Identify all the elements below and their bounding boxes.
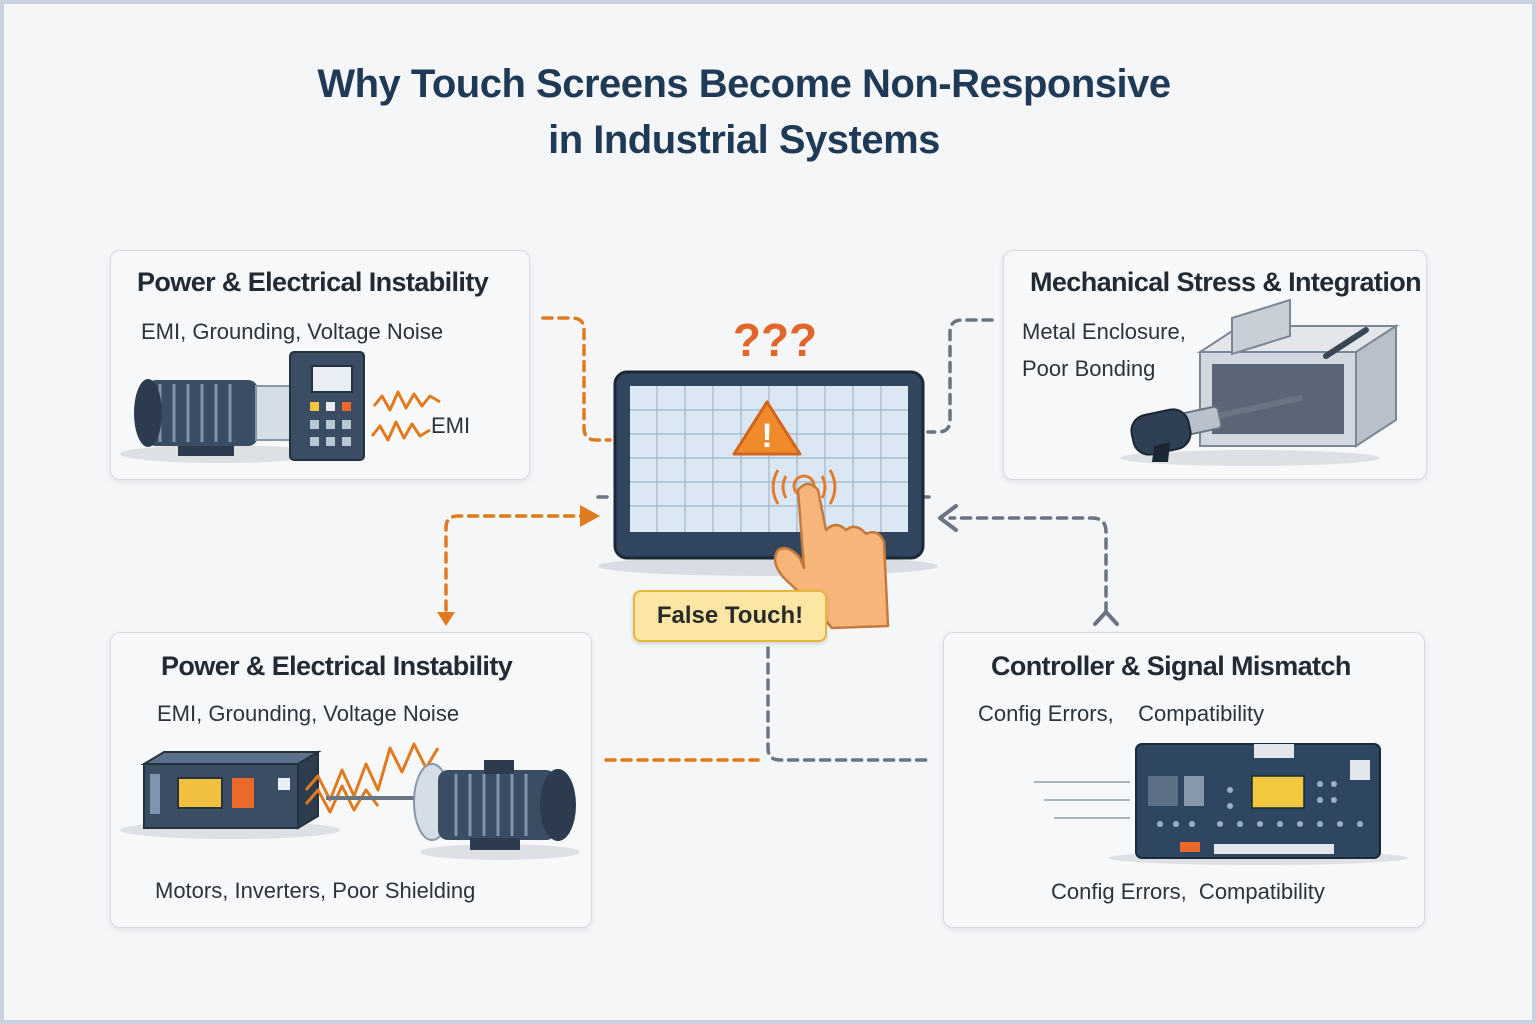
card-power-bottom-footer: Motors, Inverters, Poor Shielding: [155, 878, 476, 903]
card-mechanical-line-1: Metal Enclosure,: [1022, 319, 1186, 344]
card-mechanical-title: Mechanical Stress & Integration: [1030, 267, 1422, 297]
card-controller-title: Controller & Signal Mismatch: [991, 651, 1351, 681]
enclosure-icon: [1120, 298, 1400, 466]
inverter-icon: [120, 750, 340, 839]
card-controller-footer: Config Errors, Compatibility: [1051, 879, 1325, 904]
card-mechanical-line-2: Poor Bonding: [1022, 356, 1156, 381]
question-marks: ???: [733, 314, 817, 366]
connector-center-down: [766, 646, 930, 762]
arrow-head-down: [437, 612, 455, 626]
emi-label: EMI: [431, 413, 471, 438]
card-power-bottom-subtitle: EMI, Grounding, Voltage Noise: [157, 701, 460, 726]
card-power-bottom-title: Power & Electrical Instability: [161, 651, 513, 681]
card-controller-subtitle: Config Errors, Compatibility: [978, 701, 1265, 726]
motor-icon: [120, 379, 320, 463]
arrow-head-up: [1093, 610, 1119, 626]
false-touch-label: False Touch!: [656, 602, 804, 629]
warning-icon: !: [732, 400, 802, 456]
touch-screen-icon: ??? !: [598, 314, 938, 630]
page-title-line-2: in Industrial Systems: [548, 118, 940, 162]
page-title-line-1: Why Touch Screens Become Non-Responsive: [317, 62, 1171, 106]
screwdriver-icon: [1130, 395, 1303, 462]
connector-power-top: [541, 316, 612, 442]
arrow-head-left: [938, 504, 958, 532]
connector-lines: [444, 316, 1108, 762]
card-power-top-subtitle: EMI, Grounding, Voltage Noise: [141, 319, 444, 344]
arrow-head-right: [580, 505, 600, 527]
connector-power-bottom-up: [444, 514, 584, 612]
motor-icon-2: [326, 760, 580, 860]
control-panel-icon: [289, 351, 365, 461]
connector-mechanical: [926, 318, 994, 434]
connector-controller: [948, 516, 1108, 614]
circuit-board-icon: [1034, 743, 1408, 865]
emi-wave-icon: [370, 390, 441, 442]
card-power-top-title: Power & Electrical Instability: [137, 267, 489, 297]
false-touch-badge: False Touch!: [633, 590, 827, 642]
svg-text:!: !: [761, 417, 772, 455]
